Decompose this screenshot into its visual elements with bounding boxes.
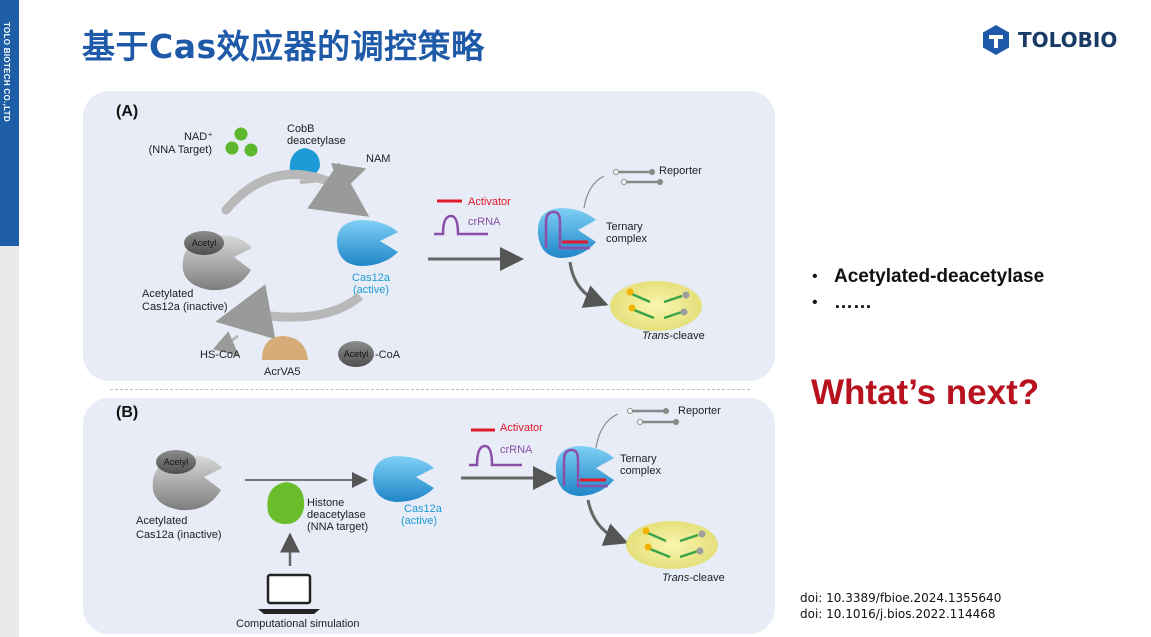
cycle-arrow-lower bbox=[253, 292, 363, 322]
activator-label: Activator bbox=[468, 196, 511, 208]
coa-label: -CoA bbox=[375, 349, 401, 361]
cobb-label: CobB bbox=[287, 123, 315, 135]
hscoa-arrow bbox=[212, 331, 239, 356]
bullet-item: • Acetylated-deacetylase bbox=[812, 264, 1044, 290]
b-cleave-text: -cleave bbox=[689, 572, 724, 584]
doi-references: doi: 10.3389/fbioe.2024.1355640 doi: 10.… bbox=[800, 590, 1001, 622]
cas12a-inactive-label: Cas12a (inactive) bbox=[142, 301, 228, 313]
cas12a-label: Cas12a bbox=[352, 272, 391, 284]
trans-cleave-label: Trans-cleave bbox=[642, 330, 705, 342]
cas12a-active-icon bbox=[336, 220, 398, 266]
b-ternary-complex-icon bbox=[555, 446, 614, 496]
trans-cleave-arrow bbox=[568, 261, 609, 308]
b-ternary-label: Ternary bbox=[620, 453, 657, 465]
logo-text: TOLOBIO bbox=[1018, 28, 1118, 52]
b-reporter-icon bbox=[627, 408, 679, 425]
company-name-vertical: TOLO BIOTECH CO.,LTD bbox=[2, 22, 11, 122]
cleave-text: -cleave bbox=[669, 330, 704, 342]
mechanism-diagram: (A) NAD⁺ (NNA Target) CobB deacetylase N… bbox=[116, 103, 725, 630]
trans-italic-text: Trans bbox=[642, 330, 670, 342]
ternary-crrna-strand bbox=[544, 210, 590, 250]
b-reporter-label: Reporter bbox=[678, 405, 721, 417]
bullet-marker: • bbox=[812, 268, 818, 285]
b-cas12a-label: Cas12a bbox=[404, 503, 443, 515]
reporter-link bbox=[583, 175, 605, 209]
nad-molecule-icon bbox=[225, 127, 258, 157]
b-active-label: (active) bbox=[401, 515, 437, 527]
b-cas12a-inactive-label: Cas12a (inactive) bbox=[136, 529, 222, 541]
inactivation-arrow bbox=[215, 284, 276, 340]
crrna-label: crRNA bbox=[468, 216, 501, 228]
side-strip-accent bbox=[0, 0, 19, 246]
nna-target-label: (NNA Target) bbox=[149, 144, 212, 156]
slide-title: 基于Cas效应器的调控策略 bbox=[82, 27, 485, 66]
reporter-label: Reporter bbox=[659, 165, 702, 177]
acetyl-group-icon bbox=[184, 231, 224, 255]
reporter-icon bbox=[613, 169, 663, 185]
b-trans-cleave-arrow bbox=[586, 499, 629, 546]
acetylated-label: Acetylated bbox=[142, 288, 193, 300]
trans-cleave-bubble bbox=[610, 281, 702, 331]
acetyl-coa-icon bbox=[338, 341, 374, 367]
crrna-strand-icon bbox=[434, 214, 488, 236]
b-ternary-crrna-strand bbox=[562, 448, 608, 488]
acetyl-label: Acetyl bbox=[192, 238, 217, 248]
ternary-label: Ternary bbox=[606, 221, 643, 233]
panel-b bbox=[83, 398, 775, 634]
hscoa-label: HS-CoA bbox=[200, 349, 241, 361]
b-trans-cleave-label: Trans-cleave bbox=[662, 572, 725, 584]
nam-label: NAM bbox=[366, 153, 390, 165]
bullet-text: …… bbox=[834, 292, 872, 313]
nna-target-b-label: (NNA target) bbox=[307, 521, 368, 533]
b-complex-label: complex bbox=[620, 465, 661, 477]
bullet-marker: • bbox=[812, 294, 818, 311]
panel-a-label: (A) bbox=[116, 103, 138, 120]
panel-b-label: (B) bbox=[116, 404, 138, 421]
ternary-complex-icon bbox=[537, 208, 596, 258]
b-cas12a-active-icon bbox=[372, 456, 434, 502]
laptop-icon bbox=[258, 573, 320, 614]
acetyl-coa-acetyl-label: Acetyl bbox=[344, 349, 369, 359]
bullet-text: Acetylated-deacetylase bbox=[834, 266, 1045, 287]
active-label: (active) bbox=[353, 284, 389, 296]
bullet-list: • Acetylated-deacetylase • …… bbox=[812, 264, 1044, 316]
side-strip: TOLO BIOTECH CO.,LTD bbox=[0, 0, 19, 637]
b-trans-italic-text: Trans bbox=[662, 572, 690, 584]
b-reporter-link bbox=[595, 413, 619, 449]
company-logo: TOLOBIO bbox=[980, 24, 1117, 56]
cleaved-reporter-icon bbox=[626, 288, 690, 320]
b-crrna-strand-icon bbox=[469, 444, 522, 467]
complex-label: complex bbox=[606, 233, 647, 245]
panel-divider bbox=[110, 389, 750, 390]
deacetylase-b-label: deacetylase bbox=[307, 509, 366, 521]
acrva5-enzyme-icon bbox=[262, 336, 308, 360]
b-acetyl-group-icon bbox=[156, 450, 196, 474]
doi-reference: doi: 10.3389/fbioe.2024.1355640 bbox=[800, 591, 1002, 605]
b-acetyl-label: Acetyl bbox=[164, 457, 189, 467]
deacetylase-label: deacetylase bbox=[287, 135, 346, 147]
b-cleaved-reporter-icon bbox=[642, 527, 706, 559]
cas-arrow bbox=[307, 162, 370, 217]
b-activator-label: Activator bbox=[500, 422, 543, 434]
nad-label: NAD⁺ bbox=[184, 131, 213, 143]
doi-reference: doi: 10.1016/j.bios.2022.114468 bbox=[800, 607, 996, 621]
computational-simulation-label: Computational simulation bbox=[236, 618, 360, 630]
bullet-item: • …… bbox=[812, 290, 1044, 316]
histone-deacetylase-icon bbox=[267, 482, 305, 524]
b-trans-cleave-bubble bbox=[626, 521, 718, 569]
b-acetylated-label: Acetylated bbox=[136, 515, 187, 527]
b-crrna-label: crRNA bbox=[500, 444, 533, 456]
acrva5-label: AcrVA5 bbox=[264, 366, 300, 378]
tolobio-logo-icon bbox=[983, 25, 1009, 55]
histone-label: Histone bbox=[307, 497, 344, 509]
whats-next-heading: Whtat’s next? bbox=[811, 373, 1040, 412]
